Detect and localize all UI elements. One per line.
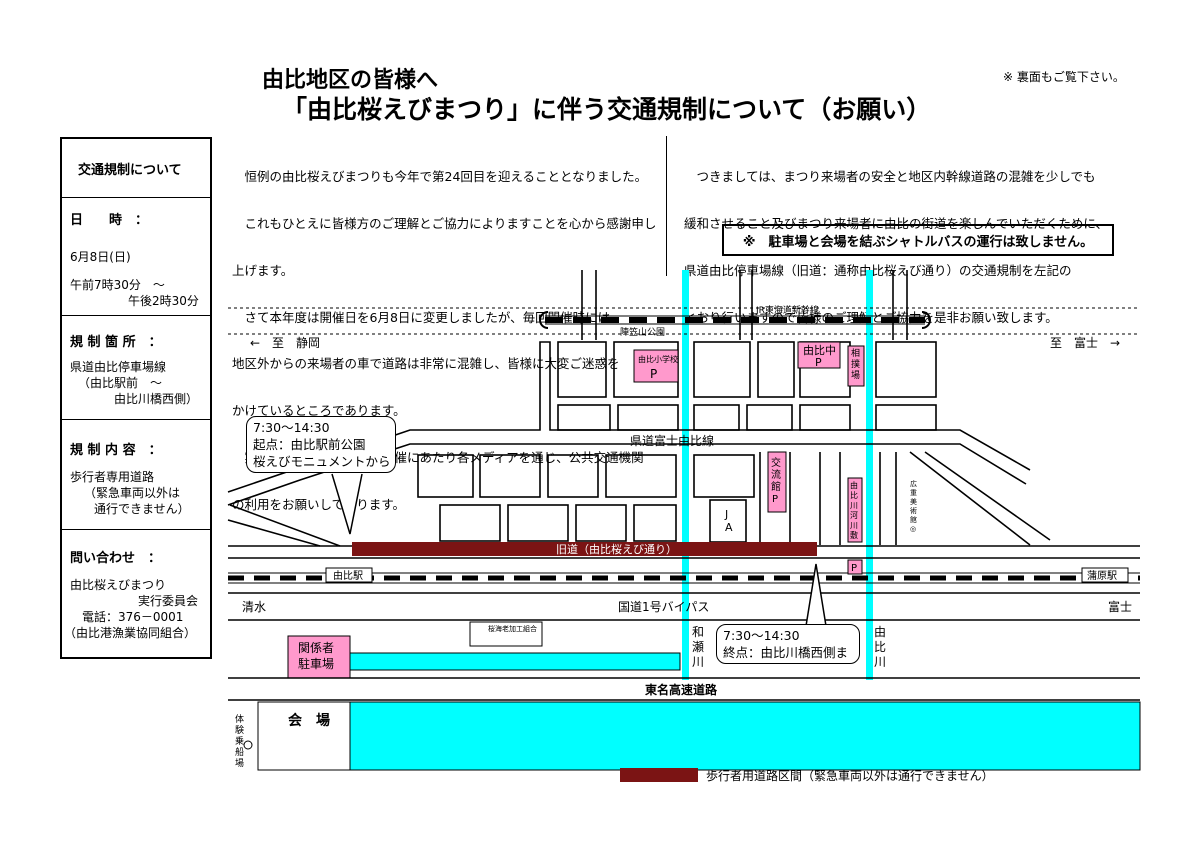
- jr-line: [228, 572, 1140, 584]
- place-line1: 県道由比停車場線: [70, 360, 167, 374]
- tomei-label: 東名高速道路: [645, 682, 718, 697]
- divider: [62, 197, 210, 198]
- content-line1: 歩行者専用道路: [70, 470, 155, 484]
- intro-right-line: つきましては、まつり来場者の安全と地区内幹線道路の混雑を少しでも: [684, 169, 1096, 185]
- wase-river: [682, 270, 689, 680]
- pedestrian-road: [352, 542, 817, 556]
- venue-area: [349, 701, 1141, 771]
- contact-label: 問い合わせ ：: [70, 551, 162, 566]
- to-fuji: 至 富士 →: [1050, 335, 1120, 350]
- venue-label: 会 場: [288, 712, 330, 729]
- hiroshige-label: 広重美術館◎: [910, 479, 917, 533]
- old-road-label: 旧道（由比桜えび通り）: [556, 542, 677, 556]
- divider: [62, 419, 210, 420]
- intro-left-line: 地区外からの来場者の車で道路は非常に混雑し、皆様に大変ご迷惑を: [232, 356, 620, 372]
- intro-right-line: 緩和させること及びまつり来場者に由比の街道を楽しんでいただくために、: [684, 215, 1109, 231]
- intro-left-line: さて本年度は開催日を6月8日に変更しましたが、毎回開催時には: [232, 309, 611, 325]
- date-label: 日 時 ：: [70, 213, 149, 228]
- date-value: 6月8日(日): [70, 250, 131, 264]
- sidebar-heading: 交通規制について: [78, 163, 182, 178]
- wase-river-label: 和瀬川: [692, 625, 704, 669]
- sumo-label: 相撲場: [851, 347, 860, 381]
- parking-p: P: [650, 367, 657, 381]
- place-line3: 由比川橋西側）: [114, 392, 199, 406]
- boat-label: 体験乗船場: [235, 713, 244, 769]
- content-line3: 通行できません）: [94, 502, 190, 516]
- yui-school-label: 由比小学校: [638, 354, 678, 364]
- shimizu-label: 清水: [242, 600, 266, 614]
- yui-chu-label: 由比中: [803, 343, 836, 357]
- start-point-callout: 7:30～14:30 起点：由比駅前公園 桜えびモニュメントから: [246, 416, 396, 473]
- yui-station-label: 由比駅: [333, 569, 363, 582]
- bypass-label: 国道1号バイパス: [618, 600, 709, 614]
- shuttle-note: ※ 駐車場と会場を結ぶシャトルバスの運行は致しません。: [722, 224, 1114, 256]
- riverbed-label: 由比川河川敷: [850, 480, 858, 540]
- staff-parking-label-2: 駐車場: [298, 656, 334, 671]
- contact-line2: 実行委員会: [138, 594, 199, 608]
- time-line2: 午後2時30分: [128, 294, 199, 308]
- contact-phone: 電話：376－0001: [82, 610, 184, 624]
- yui-river-label: 由比川: [874, 625, 886, 669]
- parking-p: P: [851, 563, 857, 574]
- parking-p: P: [815, 356, 822, 369]
- yui-river: [866, 270, 873, 680]
- intro-left-line: かけているところであります。: [232, 403, 406, 419]
- content-label: 規 制 内 容 ：: [70, 443, 162, 458]
- divider: [62, 315, 210, 316]
- jinkasayama-label: 陣笠山公園: [620, 326, 665, 338]
- contact-line1: 由比桜えびまつり: [70, 578, 167, 592]
- sumo-hall: [847, 345, 865, 387]
- sakuraebi-factory-label: 桜海老加工組合: [488, 624, 537, 633]
- intro-divider: [666, 136, 667, 276]
- content-line2: （緊急車両以外は: [84, 486, 181, 500]
- shinkansen-label: JR東海道新幹線: [755, 304, 819, 316]
- place-line2: （由比駅前 ～: [78, 376, 163, 390]
- staff-parking-label-1: 関係者: [298, 641, 334, 655]
- page-title: 「由比桜えびまつり」に伴う交通規制について（お願い）: [282, 95, 932, 124]
- title-line1: 由比地区の皆様へ: [262, 68, 439, 93]
- intro-left-line: 恒例の由比桜えびまつりも今年で第24回目を迎えることとなりました。: [232, 169, 648, 185]
- to-shizuoka: ← 至 静岡: [250, 336, 320, 350]
- intro-right-line: 県道由比停車場線（旧道：通称由比桜えび通り）の交通規制を左記の: [684, 262, 1072, 278]
- back-side-note: ※ 裏面もご覧下さい。: [1003, 70, 1125, 84]
- end-point-callout: 7:30～14:30 終点：由比川橋西側ま: [716, 624, 860, 664]
- kambara-station: [1081, 567, 1129, 583]
- yui-station: [325, 567, 373, 583]
- sidebar-info-box: 交通規制について 日 時 ： 6月8日(日) 午前7時30分 ～ 午後2時30分…: [60, 137, 212, 659]
- intro-left-line: 上げます。: [232, 262, 294, 278]
- shinkansen-line: [228, 307, 1140, 335]
- time-line1: 午前7時30分 ～: [70, 278, 165, 292]
- kambara-station-label: 蒲原駅: [1087, 569, 1117, 582]
- yui-chu-parking: [797, 341, 841, 369]
- place-label: 規 制 箇 所 ：: [70, 335, 162, 350]
- kendo-label: 県道富士由比線: [630, 433, 714, 448]
- divider: [62, 529, 210, 530]
- kouryukan-parking: [767, 451, 787, 513]
- contact-line4: （由比港漁業協同組合）: [64, 626, 197, 640]
- yui-school-parking: [633, 349, 679, 383]
- intro-left-line: これもひとえに皆様方のご理解とご協力によりますことを心から感謝申し: [232, 215, 657, 231]
- legend-swatch: [620, 768, 698, 782]
- fuji-label: 富士: [1108, 599, 1132, 614]
- legend-label: 歩行者用道路区間（緊急車両以外は通行できません）: [706, 768, 994, 783]
- riverbed-parking: [847, 477, 863, 543]
- intro-left-line: の利用をお願いしております。: [232, 496, 406, 512]
